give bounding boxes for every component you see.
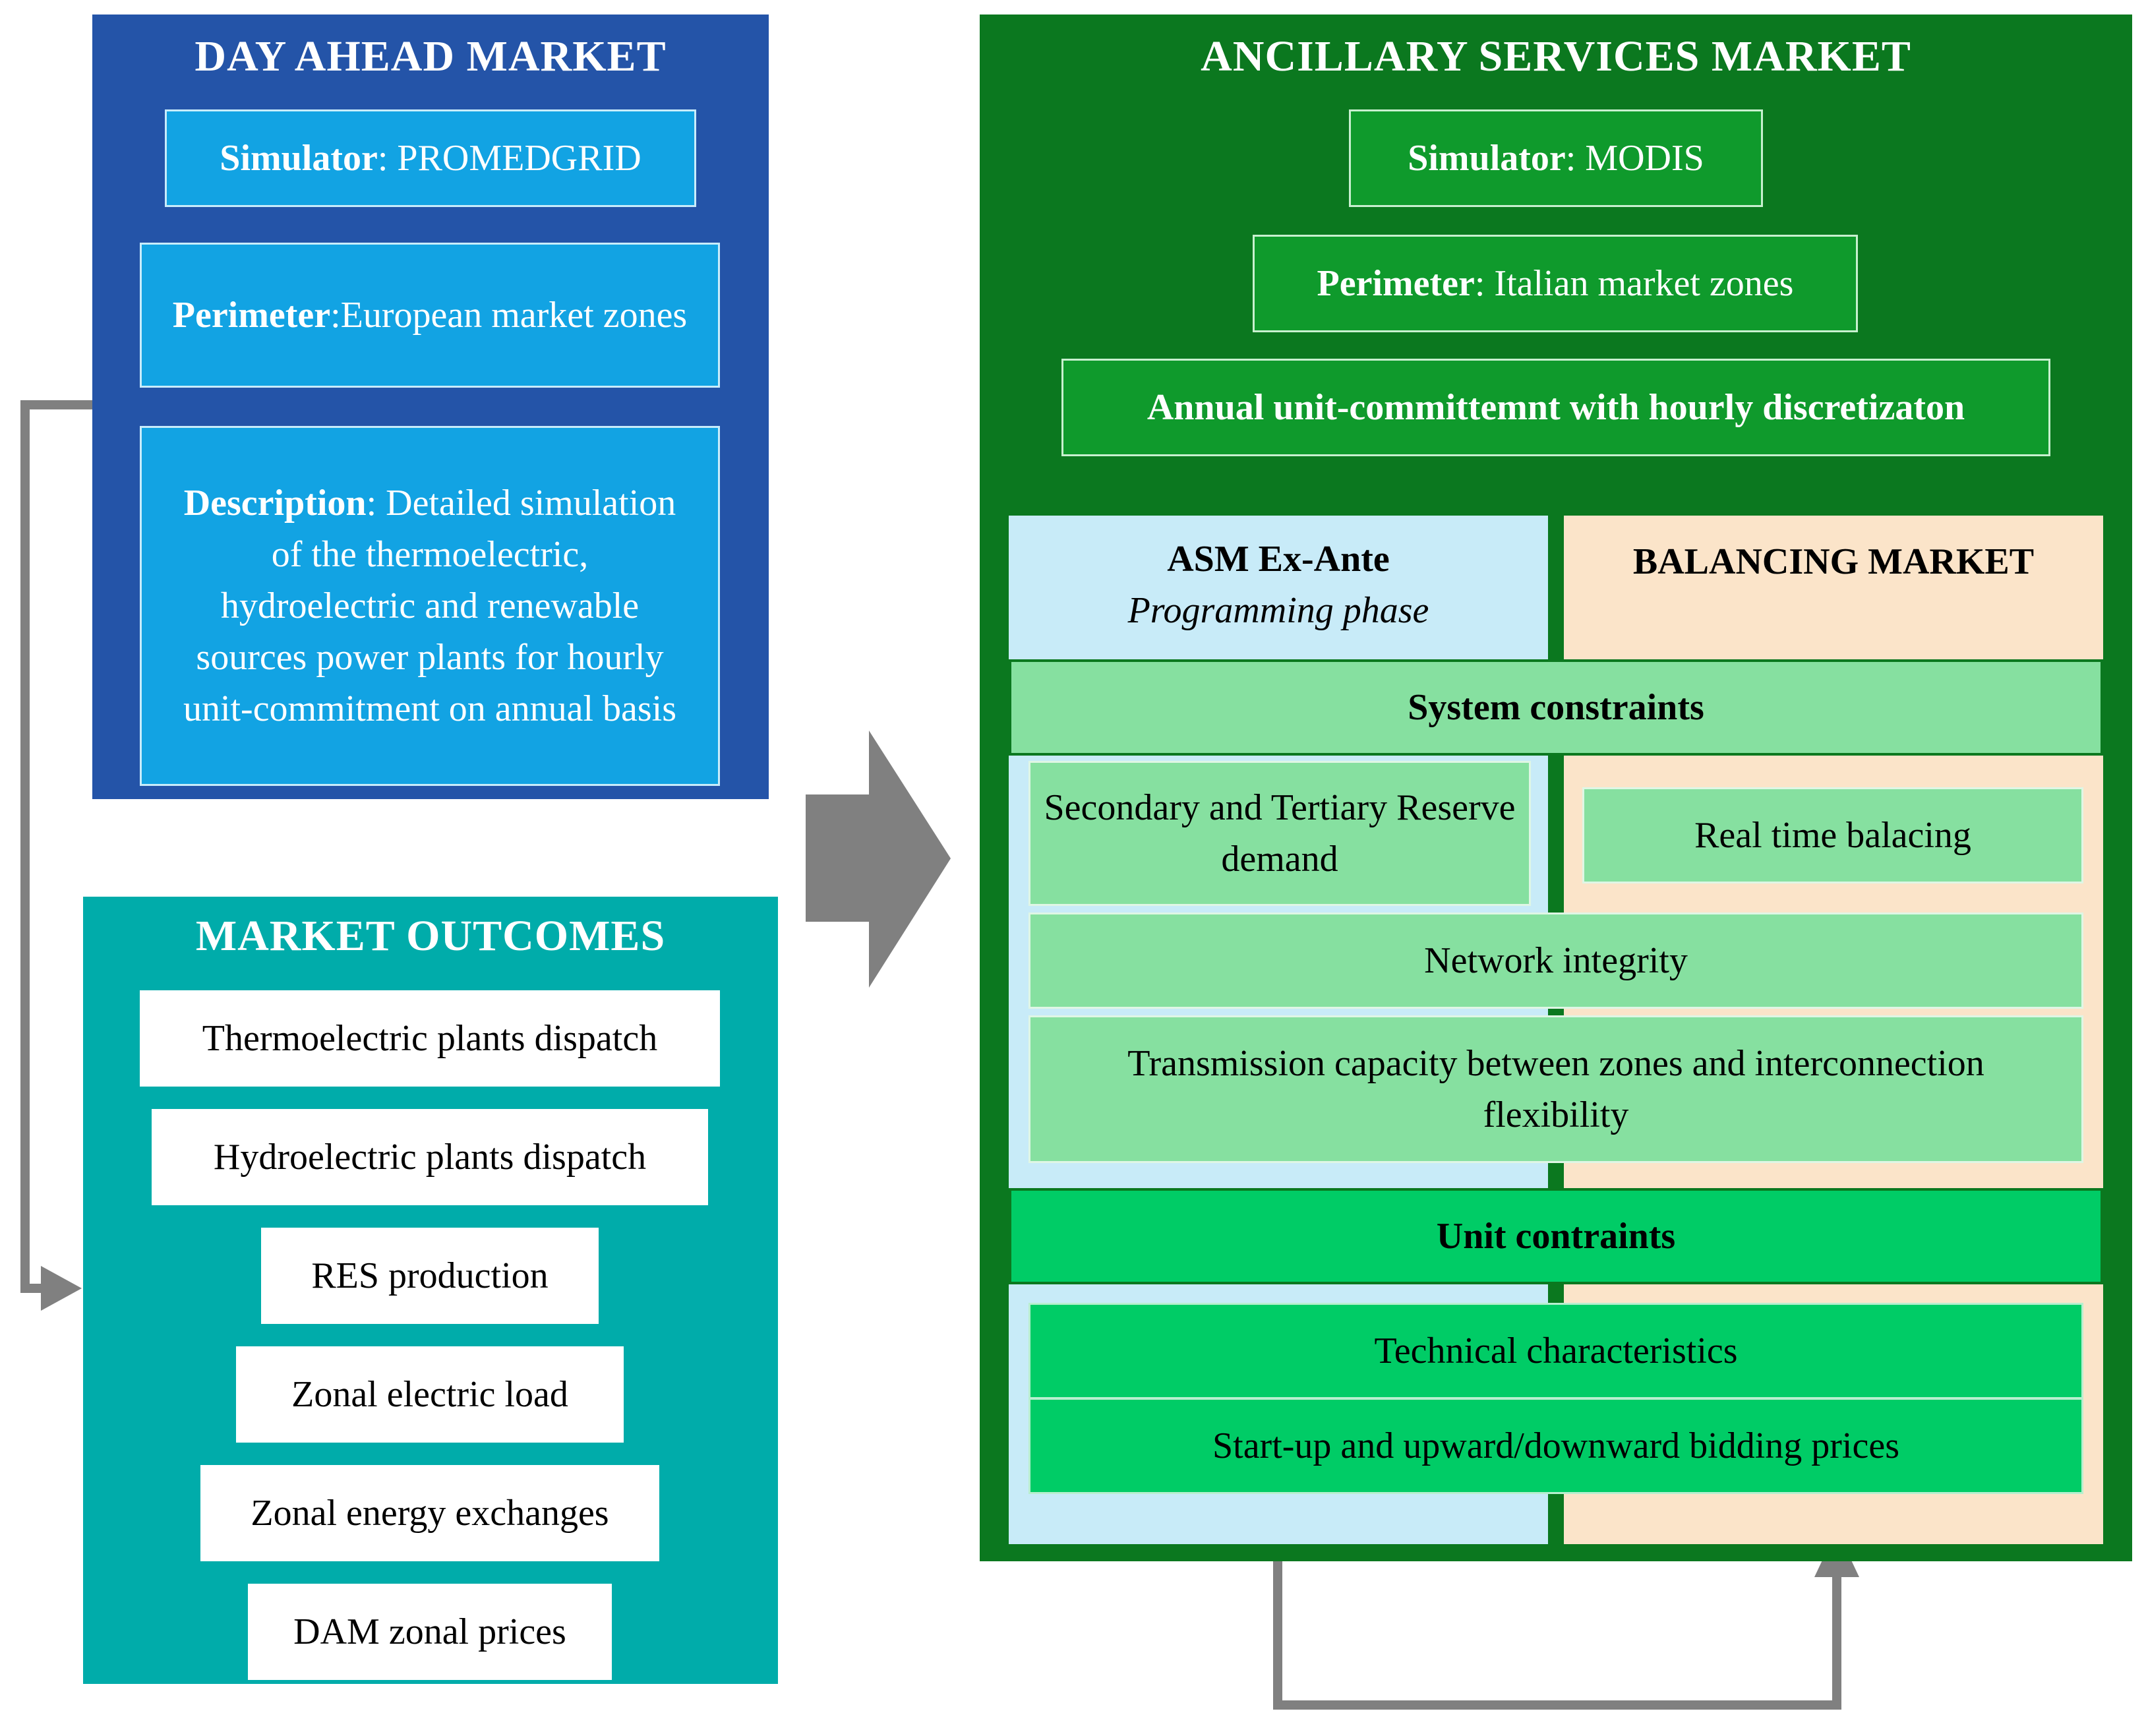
dam-simulator-value: : PROMEDGRID <box>377 138 641 179</box>
asm-simulator-label: Simulator <box>1408 138 1566 179</box>
outcome-item: Hydroelectric plants dispatch <box>152 1109 708 1205</box>
ancillary-services-market-panel: ANCILLARY SERVICES MARKET Simulator: MOD… <box>980 15 2132 1561</box>
asm-perimeter-value: : Italian market zones <box>1474 263 1794 304</box>
startup-bidding-prices-box: Start-up and upward/downward bidding pri… <box>1028 1398 2083 1494</box>
dam-simulator-box: Simulator: PROMEDGRID <box>165 109 696 207</box>
market-outcomes-title: MARKET OUTCOMES <box>195 912 666 960</box>
day-ahead-market-panel: DAY AHEAD MARKET Simulator: PROMEDGRID P… <box>92 15 769 799</box>
outcome-item: Zonal energy exchanges <box>200 1465 659 1561</box>
asm-title: ANCILLARY SERVICES MARKET <box>1201 32 1911 80</box>
dam-description-label: Description <box>183 483 367 524</box>
ex-ante-subtitle: Programming phase <box>1127 590 1429 631</box>
dam-perimeter-label: Perimeter <box>172 295 331 336</box>
technical-characteristics-box: Technical characteristics <box>1028 1303 2083 1399</box>
dam-perimeter-value: :European market zones <box>330 295 688 336</box>
dam-description-value: : Detailed simulation of the thermoelect… <box>183 483 677 729</box>
asm-perimeter-box: Perimeter: Italian market zones <box>1253 235 1858 332</box>
exante-to-balancing-connector <box>1273 1524 1841 1710</box>
dam-to-outcomes-arrowhead <box>41 1266 82 1311</box>
dam-perimeter-box: Perimeter:European market zones <box>140 243 720 388</box>
network-integrity-box: Network integrity <box>1028 913 2083 1009</box>
outcome-item: Thermoelectric plants dispatch <box>140 990 720 1087</box>
unit-constraints-header: Unit contraints <box>1009 1188 2103 1284</box>
ex-ante-header: ASM Ex-Ante Programming phase <box>1009 529 1548 641</box>
market-outcomes-panel: MARKET OUTCOMES Thermoelectric plants di… <box>83 897 778 1684</box>
asm-simulator-box: Simulator: MODIS <box>1349 109 1763 207</box>
outcome-item: DAM zonal prices <box>248 1584 612 1680</box>
transmission-capacity-box: Transmission capacity between zones and … <box>1028 1015 2083 1163</box>
reserve-demand-box: Secondary and Tertiary Reserve demand <box>1028 761 1531 906</box>
big-flow-arrow <box>806 731 951 988</box>
real-time-balancing-box: Real time balacing <box>1582 787 2083 883</box>
asm-simulator-value: : MODIS <box>1565 138 1704 179</box>
ex-ante-title: ASM Ex-Ante <box>1167 539 1390 580</box>
day-ahead-title: DAY AHEAD MARKET <box>194 32 667 80</box>
asm-perimeter-label: Perimeter <box>1317 263 1475 304</box>
system-constraints-header: System constraints <box>1009 659 2103 756</box>
dam-simulator-label: Simulator <box>220 138 378 179</box>
outcome-item: RES production <box>261 1228 599 1324</box>
dam-description-box: Description: Detailed simulation of the … <box>140 426 720 786</box>
outcome-item: Zonal electric load <box>236 1346 624 1443</box>
asm-commitment-box: Annual unit-committemnt with hourly disc… <box>1061 359 2050 456</box>
dam-to-outcomes-connector <box>20 400 92 1293</box>
balancing-market-title: BALANCING MARKET <box>1632 541 2035 582</box>
